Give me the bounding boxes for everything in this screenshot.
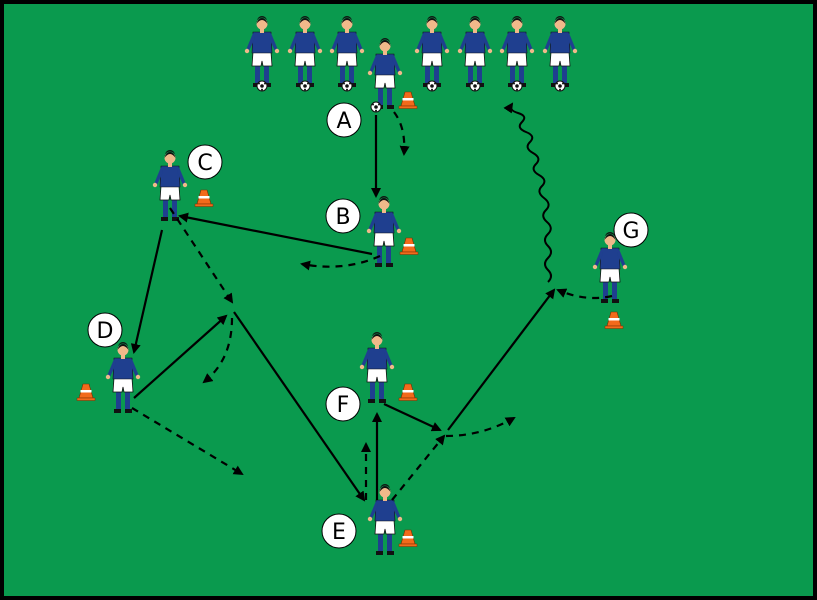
soccer-ball-icon [511,80,523,92]
label-g: G [613,212,649,248]
pass-f-to-space [383,403,442,432]
label-e: E [321,513,357,549]
soccer-ball-icon [554,80,566,92]
pass-space-to-g [447,288,556,431]
soccer-ball-icon [299,80,311,92]
run-b [300,254,381,271]
dribble-g-to-queue [503,102,552,283]
label-c: C [187,144,223,180]
label-d-text: D [97,319,114,344]
pass-b-to-c [178,212,373,256]
run-e-diagonal [391,434,446,501]
label-f: F [325,386,361,422]
label-a-text: A [336,109,351,134]
label-g-text: G [622,219,639,244]
run-g [556,288,613,300]
run-c [169,207,234,304]
soccer-ball-icon [426,80,438,92]
soccer-ball-icon [256,80,268,92]
run-space-curve [202,317,234,384]
pass-lines [130,115,556,502]
run-d [131,407,244,476]
label-b-text: B [335,205,350,230]
label-b: B [325,198,361,234]
pass-c-to-d [130,229,164,354]
label-e-text: E [332,520,346,545]
soccer-ball-icon [341,80,353,92]
label-d: D [87,312,123,348]
pass-d-to-space [133,314,228,399]
run-f-curve [445,417,516,438]
label-f-text: F [337,393,350,418]
soccer-ball-icon [469,80,481,92]
run-a [393,111,410,156]
station-labels: A B C D E F G [87,102,649,549]
soccer-ball-icon [370,101,382,113]
player-runs [131,111,613,501]
pass-space-to-e [233,311,366,502]
label-c-text: C [197,151,212,176]
label-a: A [326,102,362,138]
